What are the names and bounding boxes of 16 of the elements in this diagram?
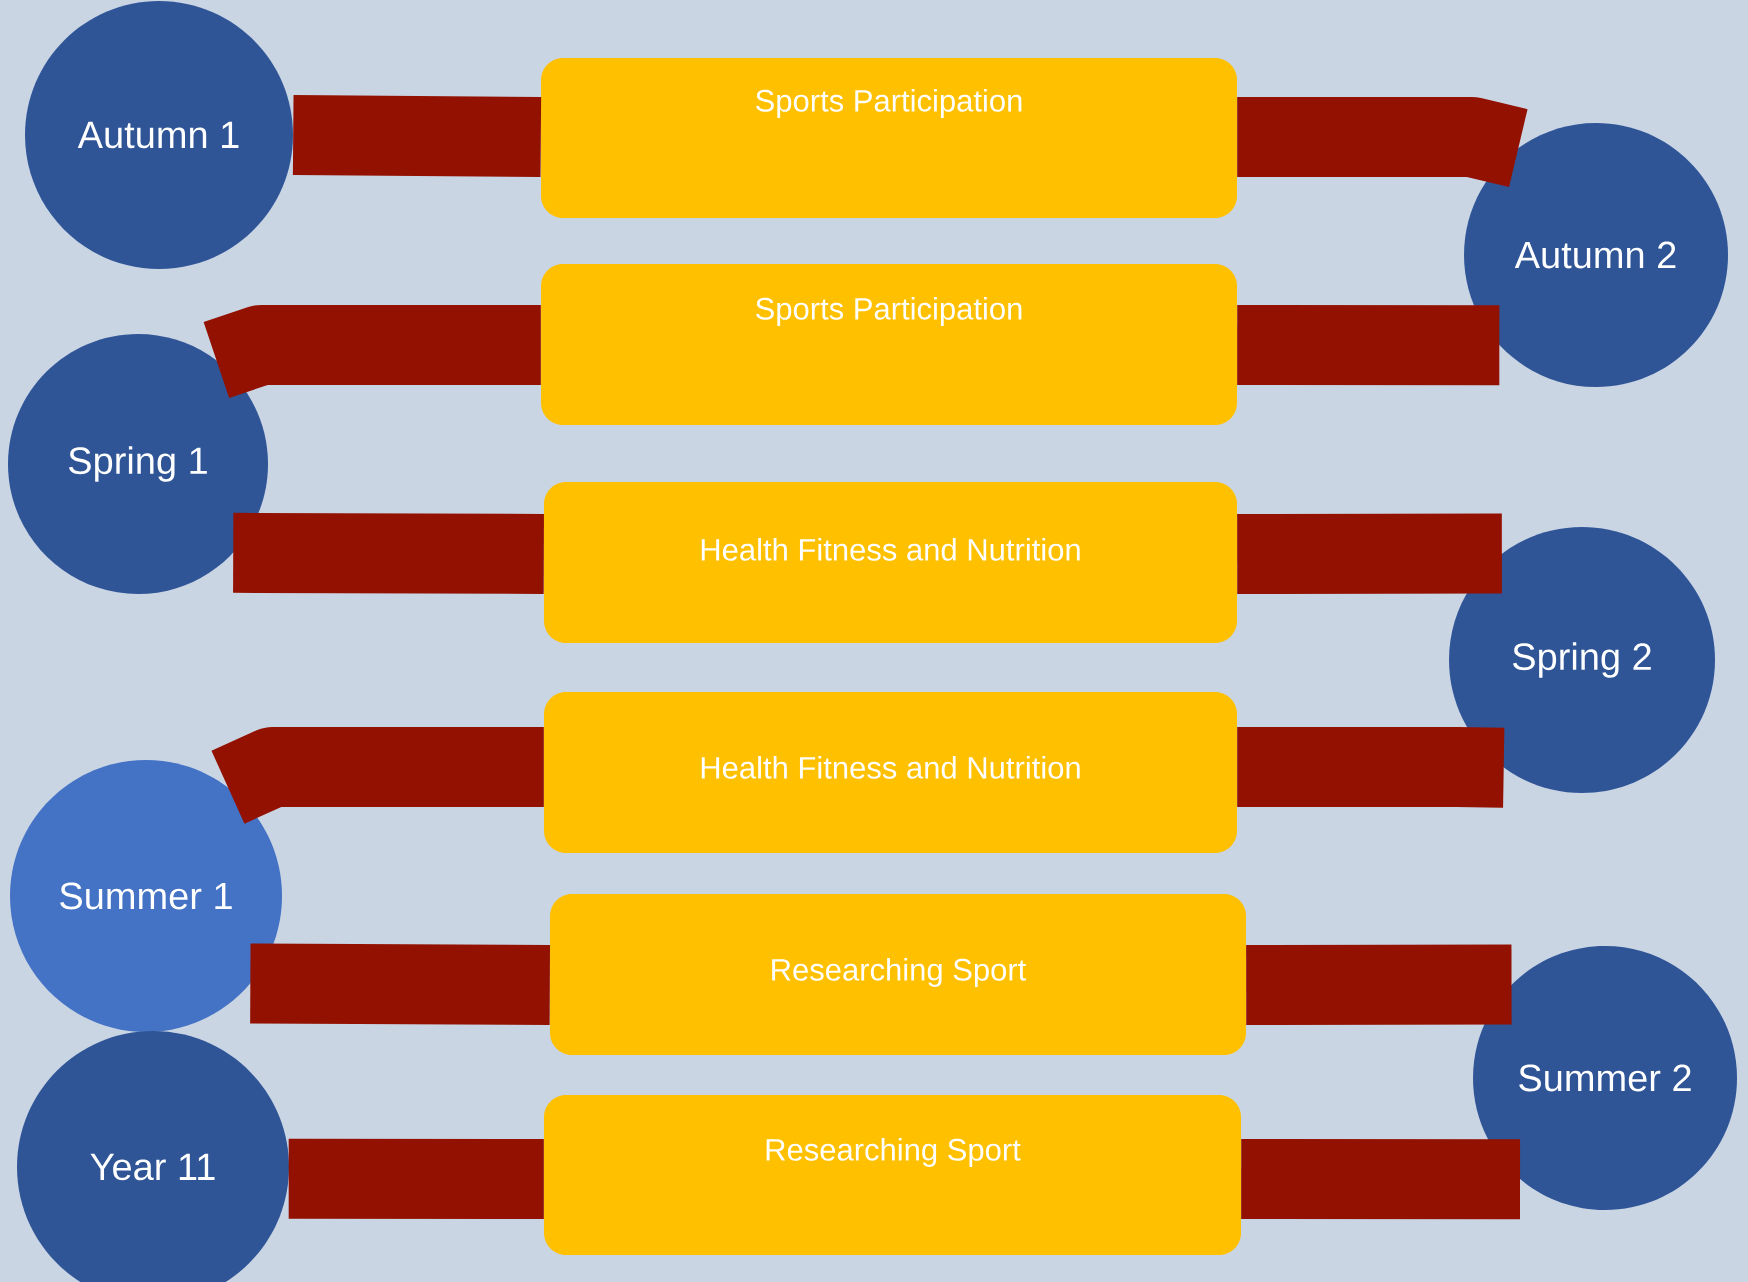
band-connector [1237,513,1502,594]
topic-box: Health Fitness and Nutrition [544,482,1237,643]
band-connector [1237,727,1505,808]
band-connector [1237,305,1500,386]
band-connector [1241,1139,1521,1220]
band-connector [1237,97,1528,187]
band-connector [203,305,541,398]
topic-box: Researching Sport [544,1095,1241,1255]
band-connector [233,512,544,594]
topic-box: Sports Participation [541,264,1237,425]
topic-box: Researching Sport [550,894,1246,1055]
band-connector [292,95,542,177]
topic-box: Health Fitness and Nutrition [544,692,1237,853]
topic-box: Sports Participation [541,58,1237,218]
band-connector [288,1138,544,1219]
band-connector [1246,944,1512,1025]
